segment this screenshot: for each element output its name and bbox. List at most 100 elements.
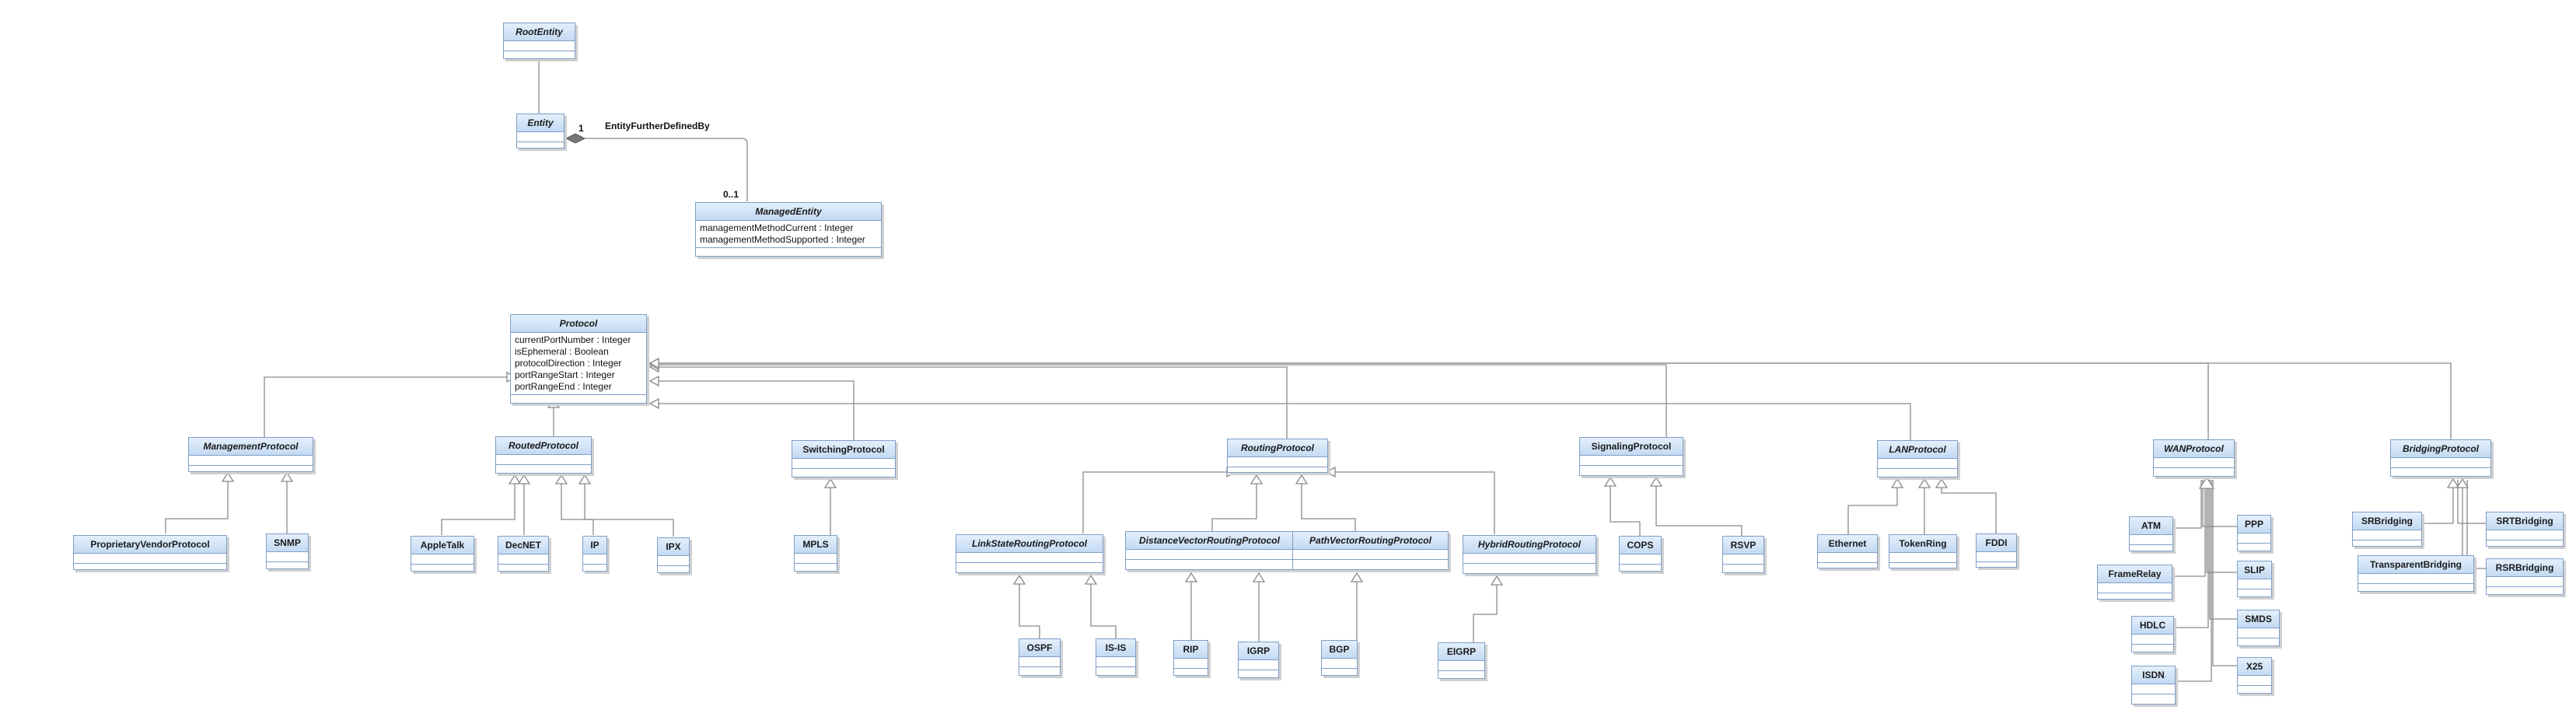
class-fddi[interactable]: FDDI: [1976, 533, 2017, 568]
class-name: SignalingProtocol: [1580, 438, 1683, 456]
class-hdlc[interactable]: HDLC: [2131, 616, 2174, 652]
class-name: IPX: [658, 538, 689, 556]
class-name: HDLC: [2132, 617, 2173, 635]
class-tokenring[interactable]: TokenRing: [1889, 534, 1957, 568]
class-smds[interactable]: SMDS: [2237, 610, 2280, 646]
class-link-state-routing-protocol[interactable]: LinkStateRoutingProtocol: [956, 534, 1103, 573]
class-slip[interactable]: SLIP: [2237, 561, 2272, 597]
class-srbridging[interactable]: SRBridging: [2352, 512, 2422, 547]
class-distance-vector-routing-protocol[interactable]: DistanceVectorRoutingProtocol: [1125, 531, 1294, 570]
class-name: DistanceVectorRoutingProtocol: [1126, 532, 1293, 550]
class-name: OSPF: [1019, 639, 1060, 657]
class-name: AppleTalk: [411, 537, 474, 554]
class-snmp[interactable]: SNMP: [266, 533, 309, 569]
class-name: RSVP: [1723, 537, 1763, 554]
attribute: portRangeStart : Integer: [515, 369, 615, 380]
class-signaling-protocol[interactable]: SignalingProtocol: [1579, 437, 1683, 476]
class-name: LinkStateRoutingProtocol: [956, 535, 1103, 553]
class-name: SMDS: [2238, 610, 2279, 628]
class-name: Protocol: [511, 315, 646, 333]
class-routing-protocol[interactable]: RoutingProtocol: [1227, 439, 1328, 473]
class-name: TokenRing: [1889, 535, 1956, 553]
class-name: RoutingProtocol: [1228, 439, 1327, 457]
class-name: RoutedProtocol: [496, 437, 591, 455]
association-source-multiplicity: 1: [578, 123, 584, 134]
class-management-protocol[interactable]: ManagementProtocol: [188, 437, 313, 472]
class-eigrp[interactable]: EIGRP: [1438, 642, 1485, 679]
class-protocol[interactable]: Protocol currentPortNumber : Integer isE…: [510, 314, 647, 404]
class-name: IGRP: [1239, 642, 1278, 660]
class-name: BridgingProtocol: [2391, 440, 2490, 458]
class-wan-protocol[interactable]: WANProtocol: [2153, 439, 2235, 477]
class-transparentbridging[interactable]: TransparentBridging: [2358, 555, 2474, 592]
class-ethernet[interactable]: Ethernet: [1817, 534, 1878, 568]
class-lan-protocol[interactable]: LANProtocol: [1877, 440, 1958, 477]
class-bgp[interactable]: BGP: [1321, 640, 1358, 676]
class-name: ManagedEntity: [696, 203, 881, 221]
class-srtbridging[interactable]: SRTBridging: [2486, 512, 2564, 547]
class-ipx[interactable]: IPX: [657, 537, 690, 573]
class-root-entity[interactable]: RootEntity: [503, 23, 575, 59]
class-isdn[interactable]: ISDN: [2131, 666, 2176, 705]
class-ip[interactable]: IP: [582, 536, 607, 572]
class-name: PathVectorRoutingProtocol: [1293, 532, 1448, 550]
class-name: WANProtocol: [2154, 440, 2234, 458]
class-name: HybridRoutingProtocol: [1463, 536, 1596, 554]
class-name: Entity: [517, 114, 564, 132]
attribute: managementMethodCurrent : Integer: [700, 222, 854, 233]
class-framerelay[interactable]: FrameRelay: [2097, 565, 2172, 600]
class-name: RIP: [1174, 641, 1208, 659]
attribute: protocolDirection : Integer: [515, 358, 622, 369]
class-rip[interactable]: RIP: [1173, 640, 1208, 676]
class-name: ManagementProtocol: [189, 438, 313, 456]
class-name: ISDN: [2132, 666, 2175, 684]
class-x25[interactable]: X25: [2237, 657, 2272, 694]
class-routed-protocol[interactable]: RoutedProtocol: [495, 436, 592, 474]
class-ospf[interactable]: OSPF: [1019, 638, 1061, 676]
class-hybrid-routing-protocol[interactable]: HybridRoutingProtocol: [1463, 535, 1596, 574]
association-target-multiplicity: 0..1: [723, 189, 739, 200]
class-cops[interactable]: COPS: [1619, 536, 1662, 572]
class-name: SwitchingProtocol: [792, 441, 895, 459]
class-name: BGP: [1322, 641, 1357, 659]
class-rsvp[interactable]: RSVP: [1722, 536, 1764, 573]
class-atm[interactable]: ATM: [2129, 516, 2173, 551]
class-path-vector-routing-protocol[interactable]: PathVectorRoutingProtocol: [1292, 531, 1449, 570]
class-name: LANProtocol: [1878, 441, 1957, 459]
class-is-is[interactable]: IS-IS: [1096, 638, 1136, 676]
class-name: RSRBridging: [2487, 559, 2563, 577]
class-appletalk[interactable]: AppleTalk: [411, 536, 474, 572]
class-mpls[interactable]: MPLS: [794, 535, 837, 572]
class-name: RootEntity: [504, 23, 575, 41]
class-proprietary-vendor-protocol[interactable]: ProprietaryVendorProtocol: [73, 535, 227, 570]
association-name-label: EntityFurtherDefinedBy: [605, 121, 710, 131]
class-name: COPS: [1620, 537, 1661, 554]
class-name: ATM: [2130, 517, 2172, 535]
class-igrp[interactable]: IGRP: [1238, 642, 1279, 678]
class-name: Ethernet: [1818, 535, 1877, 553]
class-name: FrameRelay: [2098, 565, 2172, 583]
class-name: SLIP: [2238, 561, 2271, 579]
class-name: TransparentBridging: [2358, 556, 2473, 574]
attribute-list: managementMethodCurrent : Integer manage…: [696, 221, 881, 248]
class-name: SRTBridging: [2487, 512, 2563, 530]
attribute: portRangeEnd : Integer: [515, 381, 612, 392]
class-ppp[interactable]: PPP: [2237, 515, 2271, 551]
class-switching-protocol[interactable]: SwitchingProtocol: [792, 440, 896, 477]
attribute-list: currentPortNumber : Integer isEphemeral …: [511, 333, 646, 395]
class-name: MPLS: [795, 536, 837, 554]
class-name: DecNET: [498, 537, 548, 554]
class-name: SNMP: [267, 534, 308, 552]
class-bridging-protocol[interactable]: BridgingProtocol: [2390, 439, 2491, 477]
class-name: IP: [583, 537, 606, 554]
attribute: isEphemeral : Boolean: [515, 346, 609, 357]
attribute: managementMethodSupported : Integer: [700, 234, 865, 245]
class-managed-entity[interactable]: ManagedEntity managementMethodCurrent : …: [695, 202, 882, 257]
class-name: FDDI: [1977, 534, 2016, 552]
attribute: currentPortNumber : Integer: [515, 334, 631, 345]
class-entity[interactable]: Entity: [516, 114, 564, 149]
class-decnet[interactable]: DecNET: [498, 536, 549, 572]
class-name: EIGRP: [1438, 643, 1484, 661]
class-rsrbridging[interactable]: RSRBridging: [2486, 558, 2564, 595]
